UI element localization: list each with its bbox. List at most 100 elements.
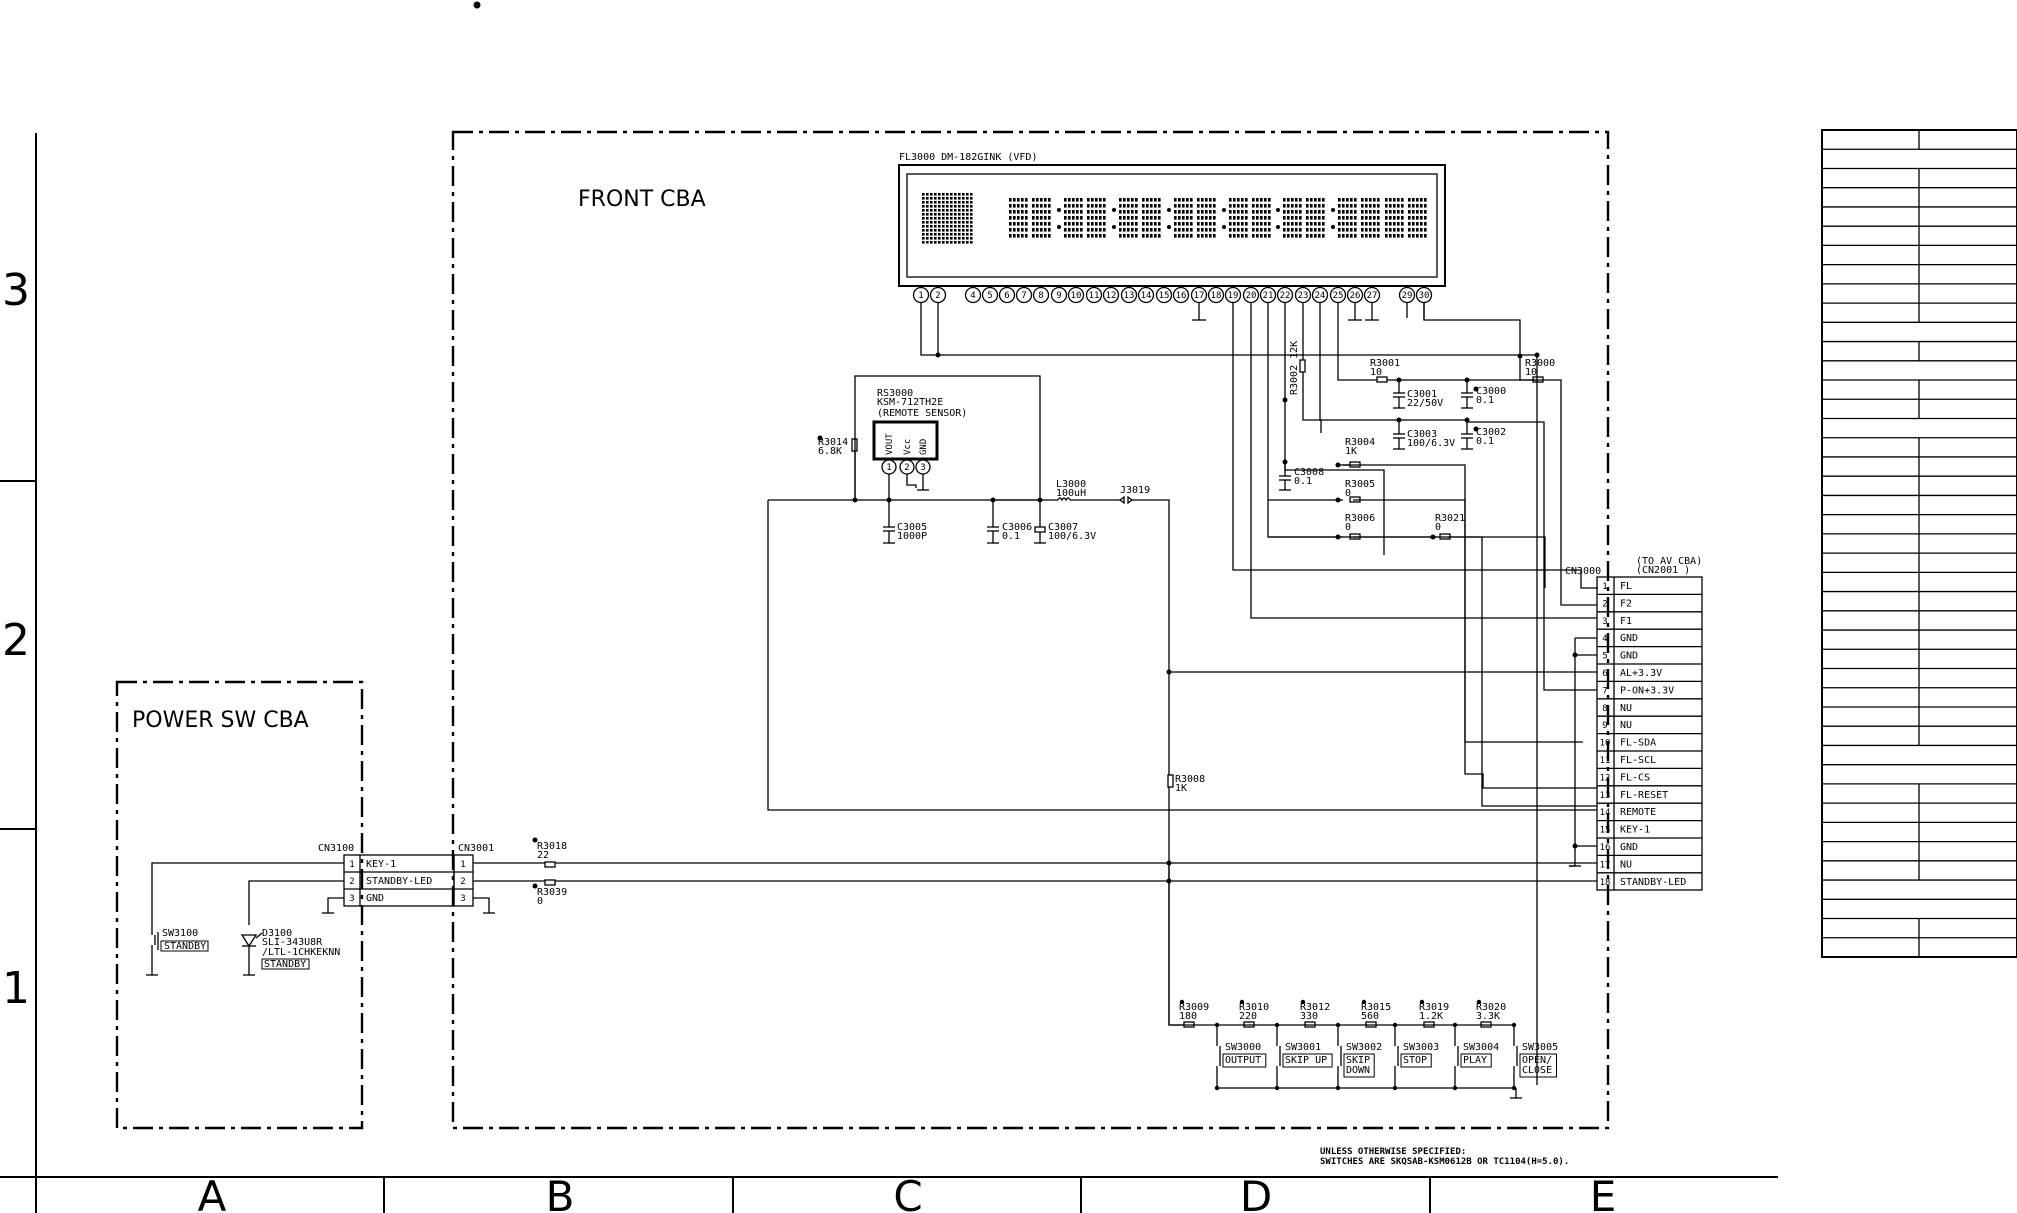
cn3100-pin-2-name: STANDBY-LED (366, 876, 432, 887)
r3005-ref: R3005 (1345, 479, 1375, 490)
rs3000-pin-name-Vcc: Vcc (903, 439, 913, 455)
key-resistor-R3009-value: 180 (1179, 1011, 1197, 1022)
d3100-part: SLI-343U8R (262, 937, 323, 948)
key-wiring (473, 862, 1597, 1025)
c3008-value: 0.1 (1294, 476, 1312, 487)
cn3000-pin-17-name: NU (1620, 859, 1632, 870)
d3100-ref: D3100 (262, 928, 292, 939)
vfd-pin-16: 16 (1176, 291, 1187, 301)
key-resistor-R3019-ref: R3019 (1419, 1002, 1449, 1013)
l3000-ref: L3000 (1056, 479, 1086, 490)
vfd-pin-21: 21 (1263, 291, 1274, 301)
cn3000-pin-15-name: KEY-1 (1620, 825, 1650, 836)
note-line-2: SWITCHES ARE SKQSAB-KSM0612B OR TC1104(H… (1320, 1157, 1569, 1167)
c3007-value: 100/6.3V (1048, 531, 1096, 542)
cap-c3000 (1461, 380, 1473, 409)
key-resistor-R3010-ref: R3010 (1239, 1002, 1269, 1013)
j3019: J3019 (1120, 485, 1150, 496)
switch-SW3002-label: SKIP (1346, 1055, 1370, 1066)
c3006-value: 0.1 (1002, 531, 1020, 542)
cn3000-pin-7-name: P-ON+3.3V (1620, 685, 1674, 696)
vfd-pin-5: 5 (987, 291, 992, 301)
power-sw-cba-outline (115, 680, 364, 1130)
cn3000-ref: CN3000 (1565, 566, 1601, 577)
c3001-value: 22/50V (1407, 398, 1443, 409)
column-label-D: D (1240, 1172, 1272, 1213)
r3039-value: 0 (537, 896, 543, 907)
vfd-pin-8: 8 (1038, 291, 1043, 301)
key-resistor-body (1423, 1021, 1435, 1028)
cn3100-ref: CN3100 (318, 843, 354, 854)
r3008-value: 1K (1175, 783, 1187, 794)
key-resistor-R3009-ref: R3009 (1179, 1002, 1209, 1013)
cn3001-pin-3: 3 (460, 894, 465, 904)
key-switch-ladder (1169, 999, 1557, 1099)
key-resistor-body (1304, 1021, 1316, 1028)
switch-SW3000-label-box (1222, 1053, 1267, 1068)
vfd-pin-4: 4 (970, 291, 975, 301)
vfd-dot-matrix (922, 193, 1427, 244)
vfd-pin-leads (912, 286, 1433, 304)
remote-sensor-block (854, 375, 1041, 500)
r3000-value: 10 (1525, 367, 1537, 378)
cn3000-pin-11-number: 11 (1600, 756, 1611, 766)
vfd-wiring (920, 303, 1598, 1085)
cn3000-pin-7-number: 7 (1602, 686, 1607, 696)
rs3000-pin-2: 2 (904, 463, 909, 473)
cn3000-pin-9-name: NU (1620, 720, 1632, 731)
d3100-function-box (261, 958, 310, 970)
vfd-pin-11: 11 (1089, 291, 1100, 301)
switch-SW3003-label-box (1400, 1053, 1432, 1068)
switch-SW3000-ref: SW3000 (1225, 1042, 1261, 1053)
r3039-ref: R3039 (537, 887, 567, 898)
key-resistor-R3015-ref: R3015 (1361, 1002, 1391, 1013)
cn3000-pin-6-name: AL+3.3V (1620, 668, 1662, 679)
switch-SW3001-label: SKIP UP (1285, 1055, 1327, 1066)
key-resistor-R3012-ref: R3012 (1300, 1002, 1330, 1013)
column-label-E: E (1590, 1172, 1617, 1213)
cn3000-pin-11-name: FL-SCL (1620, 755, 1656, 766)
cn3000-pin-4-number: 4 (1602, 634, 1607, 644)
power-sw-wiring (146, 862, 344, 976)
switch-SW3004-label-box (1460, 1053, 1492, 1068)
c3006-ref: C3006 (1002, 522, 1032, 533)
cn3000-pin-13-name: FL-RESET (1620, 790, 1668, 801)
vfd-pin-1: 1 (918, 291, 923, 301)
sw3100-ref: SW3100 (162, 928, 198, 939)
switch-SW3004-ref: SW3004 (1463, 1042, 1499, 1053)
cn3000-pin-5-name: GND (1620, 651, 1638, 662)
vfd-pin-27: 27 (1367, 291, 1378, 301)
vfd-pin-18: 18 (1211, 291, 1222, 301)
cn3000-pin-10-number: 10 (1600, 739, 1611, 749)
remote-wiring (767, 495, 1597, 1026)
r3014-ref: R3014 (818, 437, 848, 448)
rs3000-pin-circle (915, 459, 931, 475)
sw3100-function-box (160, 940, 209, 952)
vfd-pin-20: 20 (1246, 291, 1257, 301)
cn3000-pin-1-name: FL (1620, 581, 1632, 592)
switch-SW3001-ref: SW3001 (1285, 1042, 1321, 1053)
r3001-ref: R3001 (1370, 358, 1400, 369)
row-label-2: 2 (2, 615, 30, 666)
cn3000-connector (1596, 576, 1703, 891)
cn3000-pin-18-number: 18 (1600, 878, 1611, 888)
column-label-C: C (893, 1172, 922, 1213)
cap-c3003 (1393, 420, 1405, 450)
c3003-ref: C3003 (1407, 429, 1437, 440)
switch-SW3005-label: CLOSE (1522, 1065, 1552, 1076)
r3005-value: 0 (1345, 488, 1351, 499)
rs3000-pin-circle (881, 459, 897, 475)
switch-SW3002-label: DOWN (1346, 1065, 1370, 1076)
switch-SW3003-ref: SW3003 (1403, 1042, 1439, 1053)
row-label-1: 1 (2, 963, 30, 1014)
key-resistor-body (1183, 1021, 1195, 1028)
c3002-value: 0.1 (1476, 436, 1494, 447)
vfd-pin-10: 10 (1071, 291, 1082, 301)
vfd-pin-24: 24 (1315, 291, 1326, 301)
cn3000-pin-8-name: NU (1620, 703, 1632, 714)
c3005-value: 1000P (897, 531, 927, 542)
cn3100-pin-2-number: 2 (349, 877, 354, 887)
sw3100-function: STANDBY (164, 941, 206, 952)
key-resistor-R3020-ref: R3020 (1476, 1002, 1506, 1013)
d3100-function: STANDBY (264, 959, 306, 970)
